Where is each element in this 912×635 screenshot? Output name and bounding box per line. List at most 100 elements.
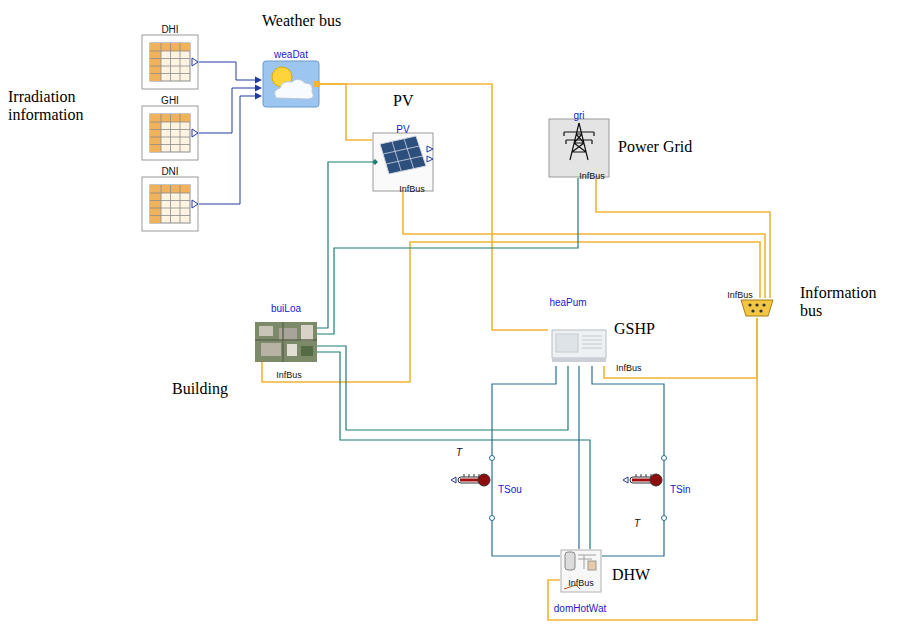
text-holder: Weather bus xyxy=(262,12,341,30)
connector-line xyxy=(199,62,255,80)
grid-icon xyxy=(548,118,610,178)
arrowhead xyxy=(255,77,262,84)
connector xyxy=(592,366,664,455)
table-name: GHI xyxy=(161,95,179,106)
connector-line xyxy=(320,84,372,140)
table-icon xyxy=(141,176,199,232)
connector-line xyxy=(578,366,579,549)
connector-line xyxy=(596,178,770,298)
text-holder: InfBus xyxy=(727,284,753,302)
connector xyxy=(262,242,760,382)
connector xyxy=(548,318,757,620)
connector-line xyxy=(317,346,568,430)
pv-block: PVInfBus xyxy=(372,132,434,192)
table-icon: DNI xyxy=(141,176,199,232)
text-holder: T xyxy=(634,513,640,531)
text-holder: Information bus xyxy=(800,284,900,320)
table-icon: DHI xyxy=(141,34,199,90)
connector xyxy=(320,84,548,330)
weather-block: weaDat xyxy=(262,60,320,108)
annotation: DHW xyxy=(612,566,650,584)
connector-line xyxy=(492,521,560,556)
connector-line xyxy=(199,88,255,133)
text-holder: Irradiation information xyxy=(8,88,108,124)
table-name: DHI xyxy=(161,24,178,35)
bus-connector: InfBus xyxy=(740,298,774,318)
text-holder: weaDat xyxy=(274,44,308,62)
block-name: buiLoa xyxy=(271,303,301,314)
text-holder: domHotWat xyxy=(554,598,606,616)
text-holder: DHI xyxy=(161,19,178,37)
block-name: heaPum xyxy=(549,297,586,308)
sensor-symbol: T xyxy=(456,447,462,458)
connector-line xyxy=(604,318,757,378)
annotation: PV xyxy=(393,92,413,110)
text-holder: InfBus xyxy=(568,572,594,590)
bus-port-name: InfBus xyxy=(616,363,642,373)
connector-line xyxy=(320,84,548,330)
connector xyxy=(492,366,556,455)
text-holder: Power Grid xyxy=(618,138,692,156)
text-holder: buiLoa xyxy=(271,298,301,316)
annotation: GSHP xyxy=(614,320,655,338)
connector-line xyxy=(317,178,578,334)
text-holder: DNI xyxy=(161,161,178,179)
table-name: DNI xyxy=(161,166,178,177)
connector-line xyxy=(492,366,556,455)
connector xyxy=(199,93,262,205)
arrowhead xyxy=(255,93,262,100)
weather-icon xyxy=(262,60,320,108)
connector xyxy=(602,521,664,556)
temperature-sensor: TSouT xyxy=(450,455,498,521)
connector xyxy=(320,84,372,140)
annotation: Power Grid xyxy=(618,138,692,156)
heat-pump-block: heaPumInfBus xyxy=(548,318,610,366)
connector xyxy=(579,366,580,549)
connector-line xyxy=(548,318,757,620)
text-holder: heaPum xyxy=(549,292,586,310)
arrowhead xyxy=(255,85,262,92)
block-name: PV xyxy=(396,124,409,135)
connector xyxy=(403,192,765,298)
text-holder: TSou xyxy=(498,479,522,497)
connector-line xyxy=(403,192,765,298)
block-name: TSin xyxy=(670,484,691,495)
annotation: Irradiation information xyxy=(8,88,108,123)
photo-icon xyxy=(255,322,317,362)
thermo-icon xyxy=(622,455,670,521)
connector-line xyxy=(317,162,372,328)
thermo-icon xyxy=(450,455,498,521)
table-icon xyxy=(141,105,199,161)
text-holder: gri xyxy=(573,105,584,123)
building-block: buiLoaInfBus xyxy=(255,322,317,362)
bus-port-name: InfBus xyxy=(399,184,425,194)
connector-line xyxy=(199,96,255,204)
bus-port-name: InfBus xyxy=(568,578,594,588)
connector-line xyxy=(592,366,664,455)
connector xyxy=(596,178,770,298)
text-holder: InfBus xyxy=(579,165,605,183)
text-holder: InfBus xyxy=(399,178,425,196)
bus-port-name: InfBus xyxy=(276,370,302,380)
text-holder: PV xyxy=(393,92,413,110)
connector xyxy=(492,521,560,556)
connector xyxy=(604,318,757,378)
text-holder: GHI xyxy=(161,90,179,108)
text-holder: Building xyxy=(172,380,228,398)
pv-icon xyxy=(372,132,434,192)
text-holder: InfBus xyxy=(616,357,642,375)
text-holder: GSHP xyxy=(614,320,655,338)
bus-port-name: InfBus xyxy=(727,290,753,300)
sensor-symbol: T xyxy=(634,518,640,529)
block-name: weaDat xyxy=(274,49,308,60)
connector xyxy=(199,85,262,134)
text-holder: TSin xyxy=(670,479,691,497)
bus-port-name: InfBus xyxy=(579,171,605,181)
text-holder: InfBus xyxy=(276,364,302,382)
annotation: Building xyxy=(172,380,228,398)
connector-line xyxy=(317,352,590,549)
annotation: Information bus xyxy=(800,284,900,319)
connector xyxy=(199,62,262,84)
text-holder: DHW xyxy=(612,566,650,584)
hp-icon xyxy=(548,318,610,366)
